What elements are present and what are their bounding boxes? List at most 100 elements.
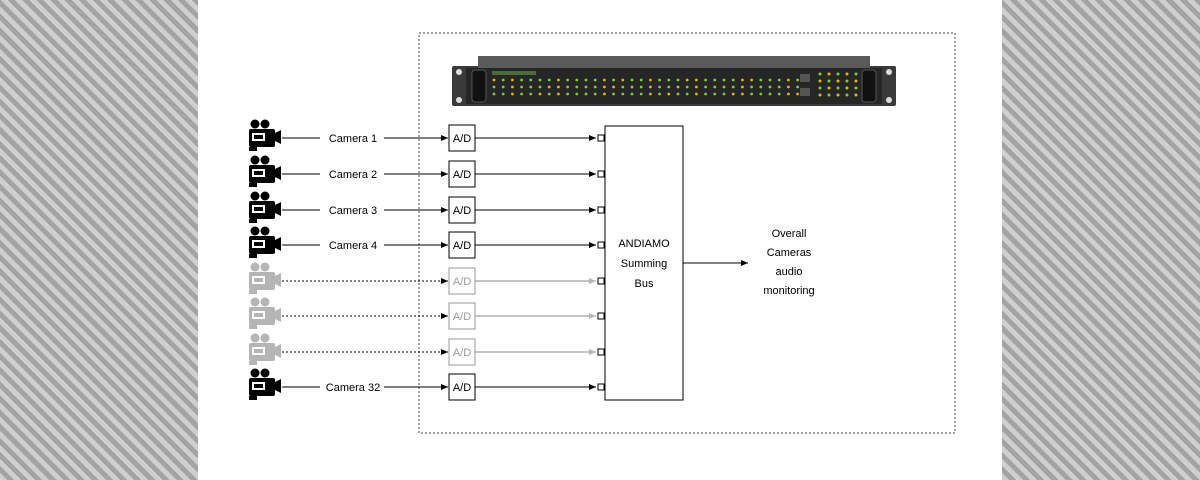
ad-converter-label: A/D: [453, 347, 471, 359]
rack-led: [593, 78, 597, 82]
rack-led: [704, 85, 707, 89]
rack-led: [658, 85, 661, 89]
rack-led: [603, 92, 606, 96]
rack-led: [759, 85, 763, 89]
rack-led: [547, 85, 551, 89]
output-label-line-1: Overall: [772, 228, 807, 240]
rack-led: [787, 85, 790, 89]
rack-led: [750, 78, 753, 82]
rack-led: [704, 92, 707, 96]
rack-led: [731, 92, 735, 96]
rack-led: [836, 86, 840, 90]
rack-led: [759, 92, 763, 96]
rack-led: [845, 72, 849, 76]
rack-led: [827, 93, 831, 97]
ad-converter-box: [448, 373, 476, 401]
video-camera-icon: [249, 297, 281, 329]
rack-led: [731, 78, 735, 82]
rack-led: [827, 86, 831, 90]
rack-led: [731, 85, 735, 89]
camera-label: Camera 32: [326, 382, 380, 394]
rack-led: [695, 78, 698, 82]
rack-led: [603, 85, 606, 89]
rack-led: [639, 92, 643, 96]
rack-led: [818, 79, 822, 83]
video-camera-icon: [249, 333, 281, 365]
rack-led: [818, 86, 822, 90]
rack-led: [501, 78, 505, 82]
camera-row: A/D: [249, 333, 605, 366]
rack-led: [630, 92, 634, 96]
rack-led: [704, 78, 707, 82]
rack-led: [658, 92, 661, 96]
rack-led: [520, 92, 523, 96]
rack-led: [584, 78, 588, 82]
rack-led: [787, 92, 790, 96]
device-enclosure: [418, 32, 956, 434]
rack-led: [685, 92, 689, 96]
video-camera-icon: [249, 119, 281, 151]
rack-led: [649, 85, 652, 89]
video-camera-icon: [249, 191, 281, 223]
rack-led: [854, 86, 858, 90]
rack-led: [768, 85, 772, 89]
rack-led: [818, 72, 822, 76]
rack-led: [511, 78, 514, 82]
ad-converter-box: [448, 267, 476, 295]
bus-label-line-1: ANDIAMO: [618, 238, 670, 250]
rack-led: [777, 92, 781, 96]
rack-led: [777, 85, 781, 89]
bus-label-line-3: Bus: [635, 278, 654, 290]
rack-led: [845, 79, 849, 83]
rack-led: [750, 85, 753, 89]
bus-input-port: [597, 348, 605, 356]
right-hatched-margin: [1002, 0, 1200, 480]
rack-led: [768, 92, 772, 96]
rack-led: [827, 72, 831, 76]
rack-led: [667, 78, 671, 82]
rack-led: [845, 86, 849, 90]
rack-led: [854, 93, 858, 97]
rack-led: [621, 78, 625, 82]
rack-led: [575, 78, 579, 82]
ad-converter-box: [448, 338, 476, 366]
rack-led: [649, 92, 652, 96]
rack-led: [854, 79, 858, 83]
rack-led: [649, 78, 652, 82]
rack-led: [547, 78, 551, 82]
ad-converter-label: A/D: [453, 169, 471, 181]
camera-label: Camera 1: [329, 133, 377, 145]
rack-led: [667, 92, 671, 96]
rack-led: [538, 92, 542, 96]
camera-label: Camera 3: [329, 205, 377, 217]
video-camera-icon: [249, 155, 281, 187]
rack-led: [492, 78, 496, 82]
rack-led: [658, 78, 661, 82]
rack-led: [511, 92, 514, 96]
camera-label: Camera 4: [329, 240, 377, 252]
rack-led: [612, 78, 615, 82]
rack-led: [639, 78, 643, 82]
summing-bus-box: [604, 125, 684, 401]
rack-led: [741, 85, 744, 89]
ad-converter-label: A/D: [453, 133, 471, 145]
rack-led: [511, 85, 514, 89]
rack-knob: [800, 74, 810, 82]
rack-led: [630, 85, 634, 89]
rack-led: [593, 92, 597, 96]
ad-converter-label: A/D: [453, 205, 471, 217]
video-camera-icon: [249, 368, 281, 400]
rack-led: [566, 92, 569, 96]
rack-led: [538, 85, 542, 89]
rack-led: [557, 85, 560, 89]
rack-led: [713, 78, 717, 82]
ad-converter-box: [448, 124, 476, 152]
bus-input-port: [597, 277, 605, 285]
rack-knob: [800, 88, 810, 96]
video-camera-icon: [249, 226, 281, 258]
ad-converter-label: A/D: [453, 311, 471, 323]
